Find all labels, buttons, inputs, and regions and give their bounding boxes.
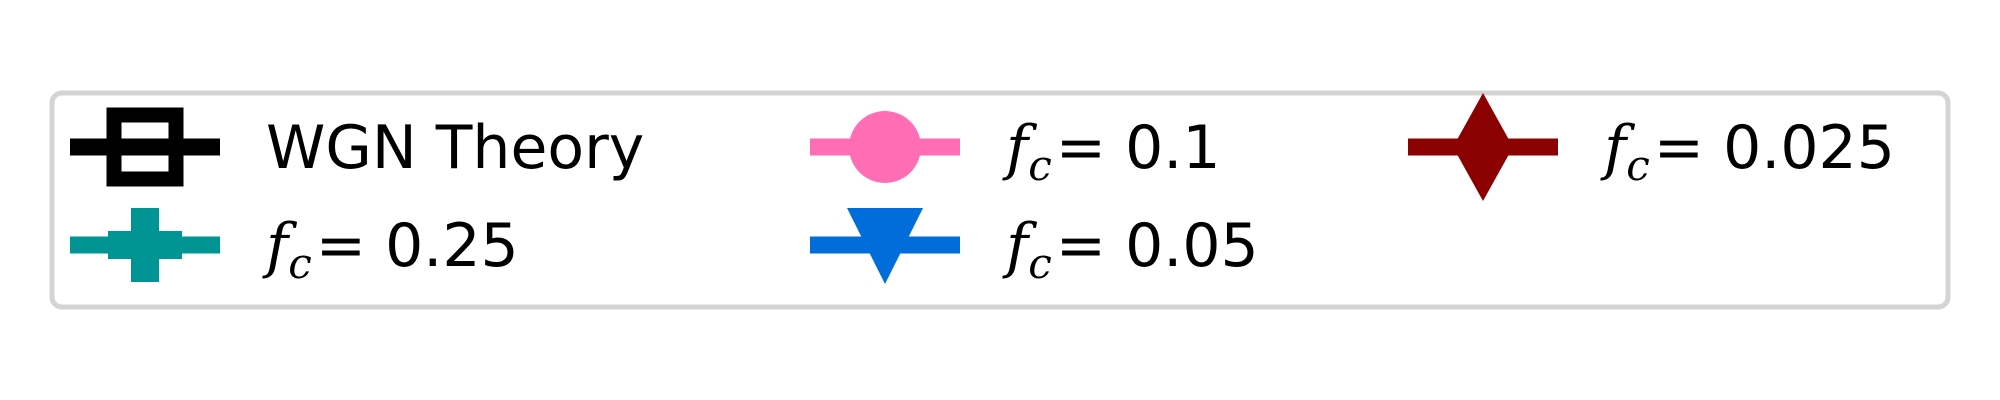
legend-label: WGN Theory xyxy=(266,113,644,183)
legend-marker-square xyxy=(106,107,184,187)
legend-marker-diamond xyxy=(1453,93,1513,201)
legend-label: fc= 0.25 xyxy=(262,211,519,288)
legend-entry: fc= 0.05 xyxy=(810,208,1259,288)
legend-entry: fc= 0.025 xyxy=(1408,93,1895,201)
legend-marker-plus xyxy=(108,208,182,282)
legend-marker-circle xyxy=(849,111,921,183)
legend-label: fc= 0.1 xyxy=(1002,113,1221,190)
legend-marker-triangle-down xyxy=(847,208,923,284)
legend-label: fc= 0.05 xyxy=(1002,211,1259,288)
legend-entry: fc= 0.25 xyxy=(70,208,519,288)
legend-entries: WGN Theory fc= 0.1 fc= 0.025 fc= 0.25 fc= 0.… xyxy=(70,93,1895,288)
legend-entry: WGN Theory xyxy=(70,107,644,187)
legend-label: fc= 0.025 xyxy=(1600,113,1895,190)
legend-entry: fc= 0.1 xyxy=(810,111,1221,190)
